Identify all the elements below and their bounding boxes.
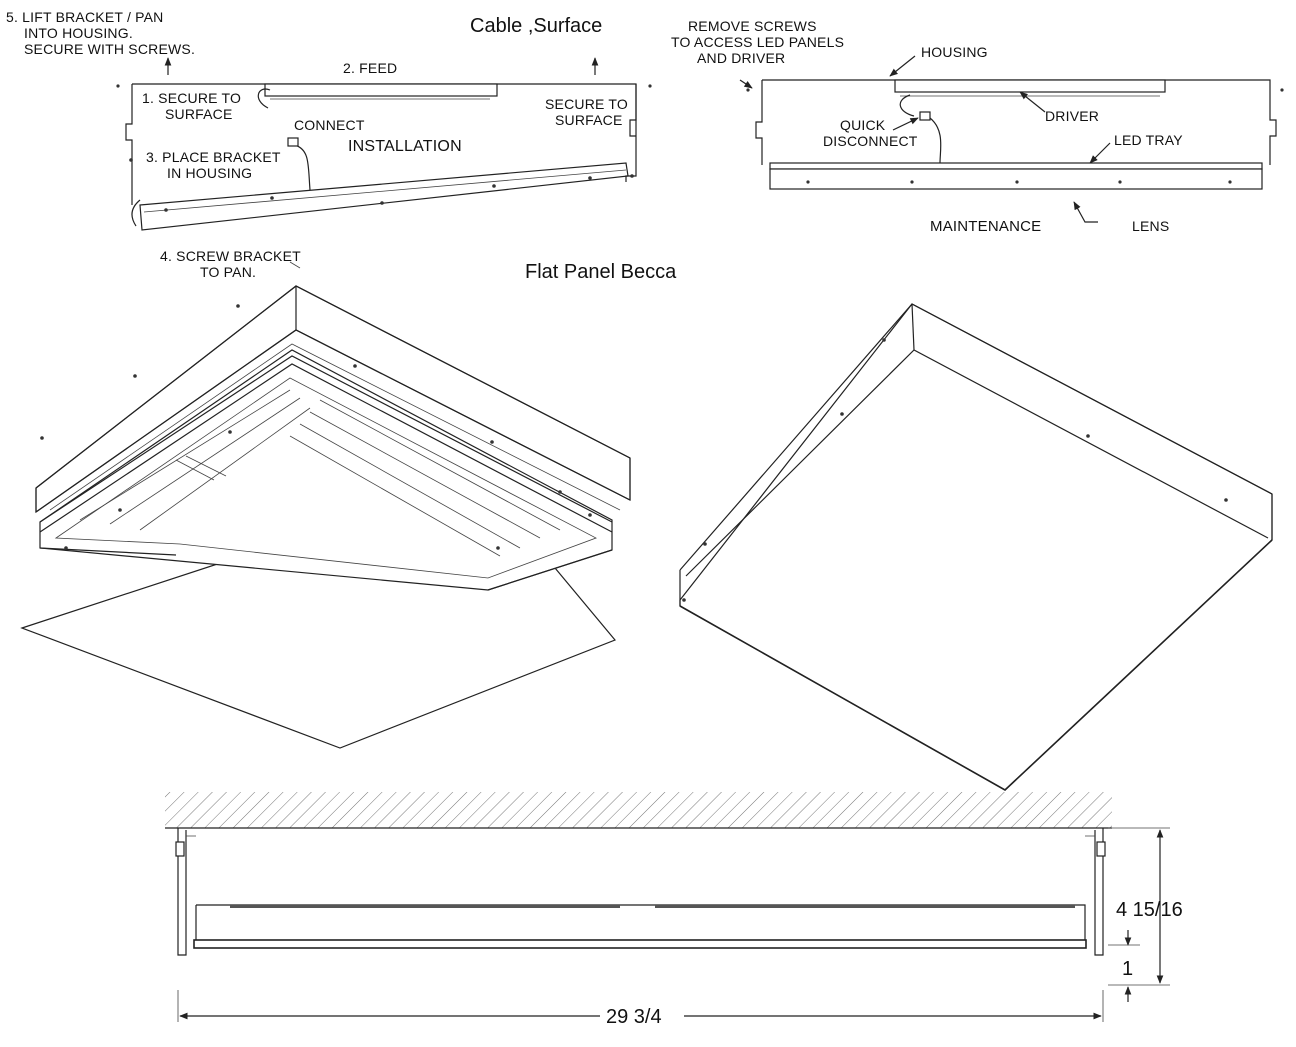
installation-view: 5. LIFT BRACKET / PAN INTO HOUSING. SECU… bbox=[6, 9, 652, 280]
maintenance-label: MAINTENANCE bbox=[930, 218, 1041, 235]
installation-label: INSTALLATION bbox=[348, 138, 462, 155]
cable-surface-title: Cable ,Surface bbox=[470, 15, 602, 37]
remove-screws-line2: TO ACCESS LED PANELS bbox=[671, 34, 844, 50]
quick-disconnect-line1: QUICK bbox=[840, 117, 886, 133]
width-dimension: 29 3/4 bbox=[606, 1006, 662, 1028]
maintenance-view: REMOVE SCREWS TO ACCESS LED PANELS AND D… bbox=[671, 18, 1284, 235]
exploded-isometric-view bbox=[20, 285, 631, 749]
flat-panel-title: Flat Panel Becca bbox=[525, 261, 677, 283]
lens-label: LENS bbox=[1132, 218, 1169, 234]
driver-label: DRIVER bbox=[1045, 108, 1099, 124]
step3-label-line2: IN HOUSING bbox=[167, 165, 252, 181]
quick-disconnect-line2: DISCONNECT bbox=[823, 133, 918, 149]
assembled-isometric-view bbox=[679, 303, 1273, 791]
remove-screws-line1: REMOVE SCREWS bbox=[688, 18, 817, 34]
step1-label-line2: SURFACE bbox=[165, 106, 233, 122]
step5-label-line1: 5. LIFT BRACKET / PAN bbox=[6, 9, 163, 25]
lens-depth-dimension: 1 bbox=[1122, 958, 1133, 980]
step4-label-line1: 4. SCREW BRACKET bbox=[160, 248, 301, 264]
step3-label-line1: 3. PLACE BRACKET bbox=[146, 149, 281, 165]
connect-label: CONNECT bbox=[294, 117, 365, 133]
feed-label: 2. FEED bbox=[343, 60, 397, 76]
step1-label-line1: 1. SECURE TO bbox=[142, 90, 241, 106]
step5-label-line3: SECURE WITH SCREWS. bbox=[24, 41, 195, 57]
section-view: 4 15/16 1 29 3/4 bbox=[165, 792, 1183, 1028]
remove-screws-line3: AND DRIVER bbox=[697, 50, 785, 66]
secure-right-line2: SURFACE bbox=[555, 112, 623, 128]
step5-label-line2: INTO HOUSING. bbox=[24, 25, 133, 41]
height-dimension: 4 15/16 bbox=[1116, 899, 1183, 921]
secure-right-line1: SECURE TO bbox=[545, 96, 628, 112]
step4-label-line2: TO PAN. bbox=[200, 264, 256, 280]
led-tray-label: LED TRAY bbox=[1114, 132, 1183, 148]
housing-label: HOUSING bbox=[921, 44, 988, 60]
